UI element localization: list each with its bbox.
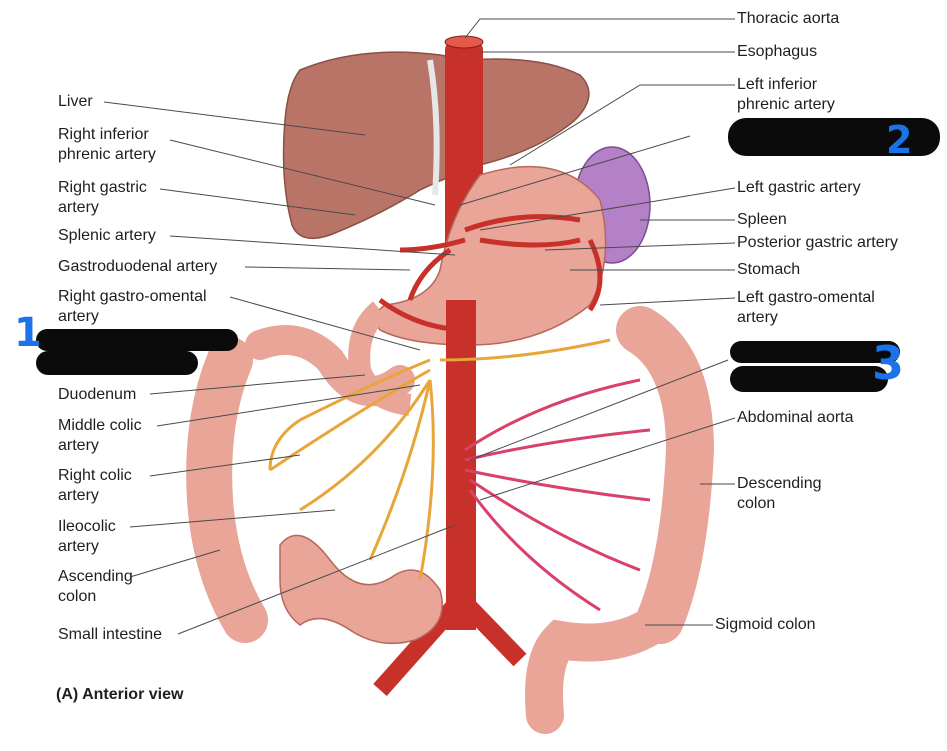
label-line: artery	[58, 308, 99, 325]
label-liver: Liver	[58, 93, 93, 110]
label-ileocolic-artery: Ileocolic artery	[58, 517, 116, 557]
label-sigmoid-colon: Sigmoid colon	[715, 616, 816, 633]
label-middle-colic-artery: Middle colic artery	[58, 416, 142, 456]
label-small-intestine: Small intestine	[58, 626, 163, 643]
label-line: Ascending	[58, 568, 133, 585]
label-abdominal-aorta: Abdominal aorta	[737, 409, 854, 426]
label-line: phrenic artery	[58, 146, 156, 163]
redaction-bar-2	[728, 118, 940, 156]
label-line: artery	[58, 199, 99, 216]
annotation-mark-3: 3	[872, 336, 905, 390]
label-left-inferior-phrenic-artery: Left inferior phrenic artery	[737, 75, 835, 115]
label-right-inferior-phrenic-artery: Right inferior phrenic artery	[58, 125, 156, 165]
descending-colon-shape	[616, 306, 715, 644]
label-line: Right gastric	[58, 179, 147, 196]
label-thoracic-aorta: Thoracic aorta	[737, 10, 840, 27]
label-line: artery	[737, 309, 778, 326]
transverse-colon-shape	[245, 325, 415, 407]
label-line: Middle colic	[58, 417, 142, 434]
redaction-bar-1	[36, 329, 238, 351]
label-line: artery	[58, 487, 99, 504]
label-posterior-gastric-artery: Posterior gastric artery	[737, 234, 898, 251]
redaction-bar-3b	[730, 366, 888, 392]
annotation-mark-1: 1	[14, 310, 42, 356]
label-line: Right inferior	[58, 126, 149, 143]
redaction-bar-1b	[36, 351, 198, 375]
label-duodenum: Duodenum	[58, 386, 137, 403]
annotation-mark-2: 2	[886, 118, 913, 162]
label-gastroduodenal-artery: Gastroduodenal artery	[58, 258, 218, 275]
label-line: Left gastro-omental	[737, 289, 875, 306]
leader-lines	[103, 18, 736, 635]
inferior-mesenteric-branches	[464, 378, 651, 612]
label-line: Ileocolic	[58, 518, 116, 535]
celiac-branches	[378, 214, 603, 333]
label-esophagus: Esophagus	[737, 43, 818, 60]
label-left-gastro-omental-artery: Left gastro-omental artery	[737, 288, 875, 328]
label-right-gastro-omental-artery: Right gastro-omental artery	[58, 287, 207, 327]
label-line: Right colic	[58, 467, 132, 484]
superior-mesenteric-branches	[268, 338, 611, 581]
label-ascending-colon: Ascending colon	[58, 567, 133, 607]
label-right-gastric-artery: Right gastric artery	[58, 178, 147, 218]
label-line: Left inferior	[737, 76, 818, 93]
label-descending-colon: Descending colon	[737, 474, 822, 514]
ascending-colon-shape	[186, 337, 268, 643]
label-line: artery	[58, 538, 99, 555]
label-left-gastric-artery: Left gastric artery	[737, 179, 861, 196]
label-spleen: Spleen	[737, 211, 787, 228]
figure-caption: (A) Anterior view	[56, 686, 184, 703]
label-stomach: Stomach	[737, 261, 801, 278]
redaction-bar-3	[730, 341, 900, 363]
label-splenic-artery: Splenic artery	[58, 227, 156, 244]
label-right-colic-artery: Right colic artery	[58, 466, 132, 506]
label-line: colon	[58, 588, 97, 605]
label-line: Right gastro-omental	[58, 288, 207, 305]
label-line: artery	[58, 437, 99, 454]
sigmoid-colon-shape	[525, 601, 679, 734]
abdominal-aorta-shape	[446, 300, 476, 630]
small-intestine-shape	[279, 534, 443, 645]
label-line: colon	[737, 495, 776, 512]
label-line: Descending	[737, 475, 822, 492]
label-line: phrenic artery	[737, 96, 835, 113]
